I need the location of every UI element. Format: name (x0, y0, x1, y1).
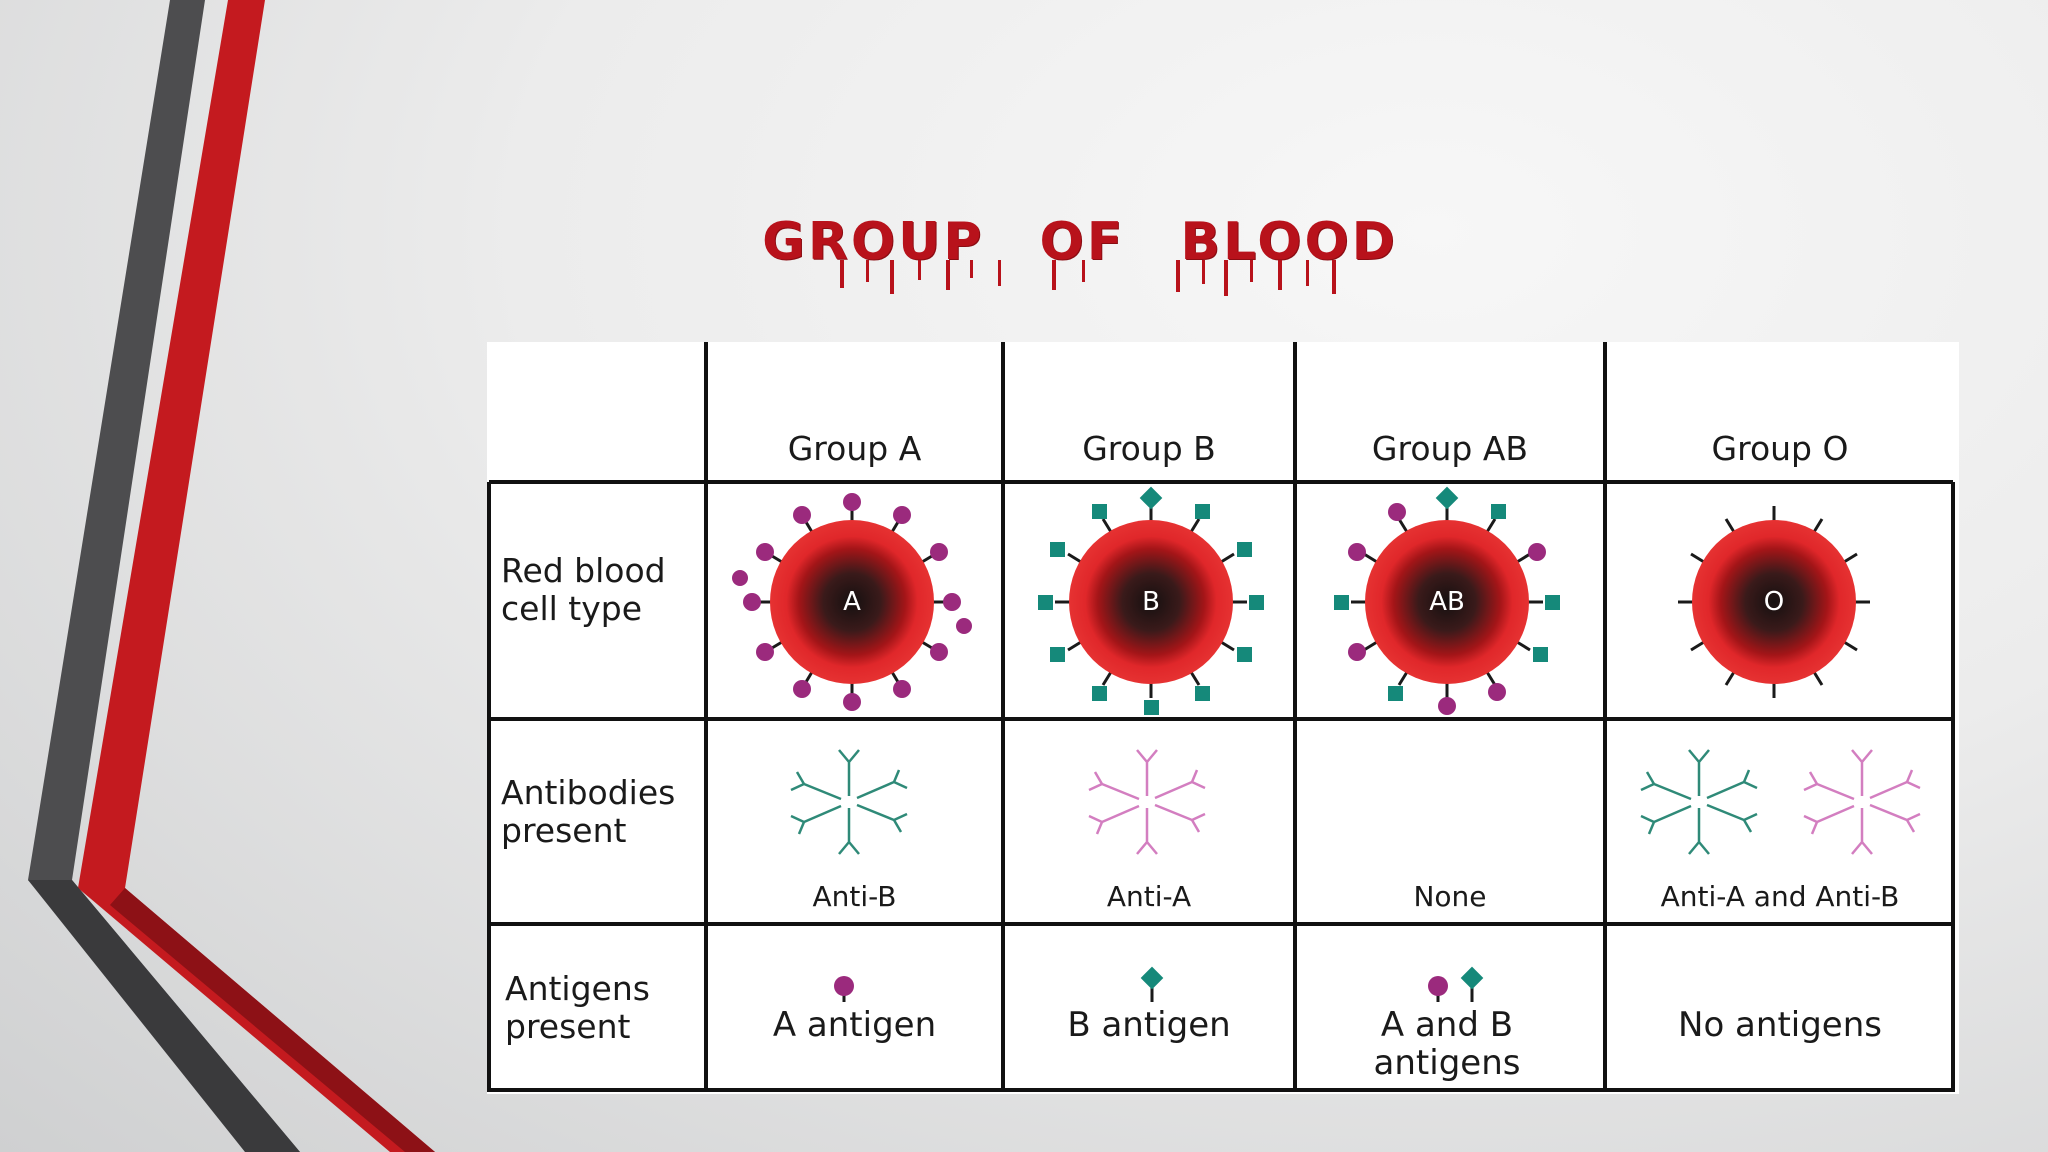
cell-label-a: A (843, 587, 861, 617)
antigen-caption-group-ab: A and B antigens (1373, 1005, 1521, 1083)
table-grid (487, 342, 1955, 1092)
table-drawing (487, 342, 1955, 1092)
header-group-a: Group A (787, 429, 922, 468)
dark-gray-stripe (28, 880, 300, 1152)
cell-label-b: B (1142, 587, 1160, 617)
antibody-caption-group-a: Anti-B (812, 880, 897, 913)
antibody-caption-group-ab: None (1413, 880, 1487, 913)
title-drip-decoration (840, 260, 1336, 296)
cell-label-ab: AB (1429, 587, 1465, 617)
b-antigen-icon (1140, 966, 1164, 1002)
cell-group-b (1038, 486, 1264, 715)
antibody-anti-a-b-teal-icon (1640, 749, 1758, 855)
antibody-anti-b-icon (790, 749, 908, 855)
blood-group-table-image: Group A Group B Group AB Group O Red blo… (487, 342, 1959, 1094)
red-stripe (78, 0, 435, 1152)
antibody-anti-a-icon (1088, 749, 1206, 855)
a-antigen-icon (834, 976, 854, 1002)
dark-red-stripe (110, 888, 435, 1152)
cell-group-o (1678, 506, 1870, 698)
header-group-b: Group B (1082, 429, 1216, 468)
antibody-caption-group-o: Anti-A and Anti-B (1660, 880, 1900, 913)
cell-group-ab (1334, 486, 1560, 715)
cell-label-o: O (1763, 587, 1785, 617)
row-label-antigens: Antigens present (505, 969, 650, 1046)
header-group-o: Group O (1711, 429, 1849, 468)
header-group-ab: Group AB (1371, 429, 1529, 468)
row-label-antibodies: Antibodies present (501, 773, 676, 850)
antigen-caption-group-a: A antigen (772, 1005, 937, 1045)
antibody-caption-group-b: Anti-A (1106, 880, 1192, 913)
antigen-caption-group-b: B antigen (1067, 1005, 1231, 1045)
antigen-caption-group-o: No antigens (1678, 1005, 1882, 1045)
a-and-b-antigen-icon (1428, 966, 1484, 1002)
cell-group-a (732, 493, 972, 711)
antibody-anti-a-b-pink-icon (1803, 749, 1921, 855)
gray-stripe (28, 0, 300, 1152)
row-label-cell-type: Red blood cell type (501, 551, 666, 628)
